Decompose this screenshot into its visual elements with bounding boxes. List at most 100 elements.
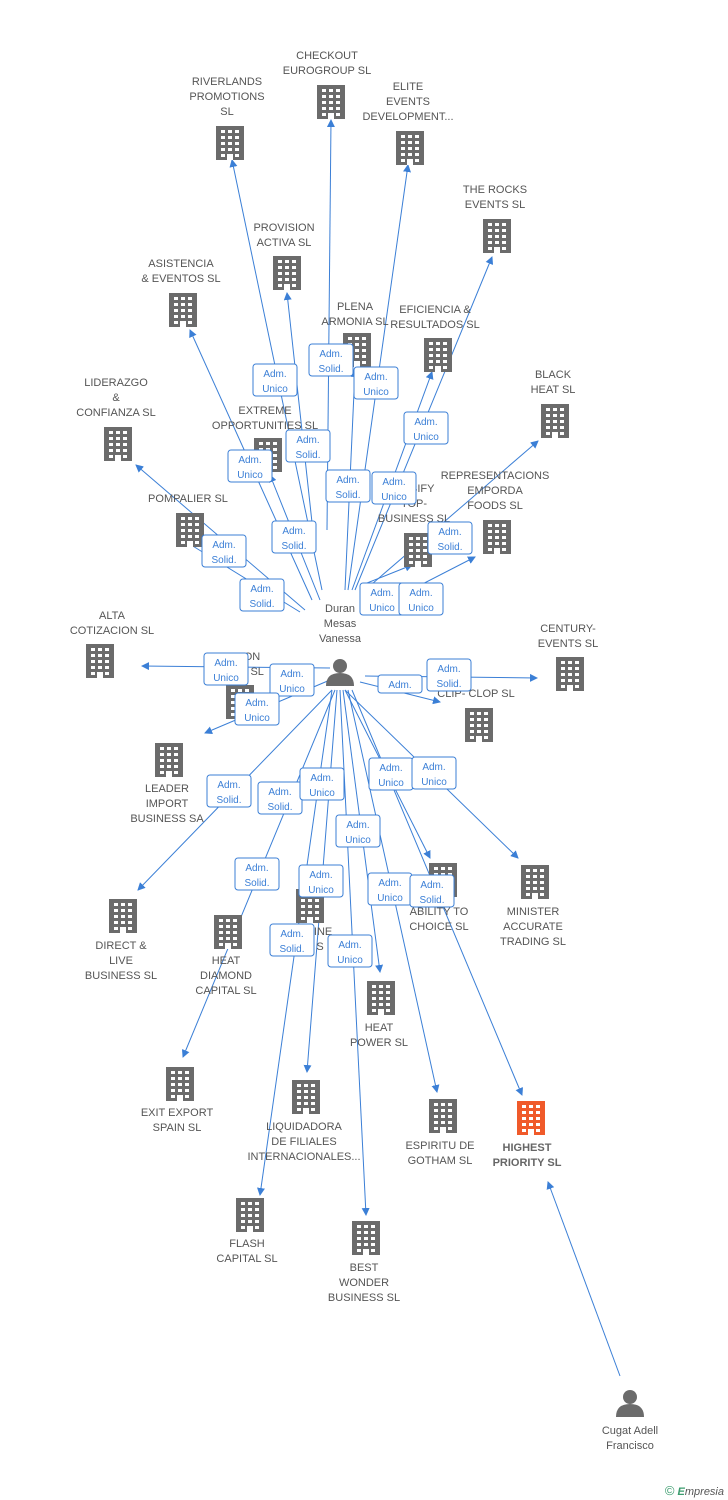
role-badge[interactable]: Adm.Unico bbox=[234, 692, 280, 726]
role-badge-text: Adm. bbox=[388, 680, 411, 691]
role-badge[interactable]: Adm.Unico bbox=[368, 757, 414, 791]
role-badge[interactable]: Adm.Solid. bbox=[409, 874, 455, 908]
role-badge-text: Adm. bbox=[310, 773, 333, 784]
role-badge[interactable]: Adm.Solid. bbox=[239, 578, 285, 612]
role-badge[interactable]: Adm.Unico bbox=[367, 872, 413, 906]
role-badge-text: Unico bbox=[262, 384, 288, 395]
role-badge[interactable]: Adm.Solid. bbox=[271, 520, 317, 554]
company-black-label-line: HEAT SL bbox=[531, 384, 576, 396]
role-badge[interactable]: Adm.Unico bbox=[371, 471, 417, 505]
company-ability-label-line: CHOICE SL bbox=[409, 921, 468, 933]
company-liderazgo[interactable]: LIDERAZGO&CONFIANZA SL bbox=[76, 377, 156, 461]
company-asistencia[interactable]: ASISTENCIA& EVENTOS SL bbox=[141, 258, 221, 327]
role-badge[interactable]: Adm.Unico bbox=[203, 652, 249, 686]
role-badge-text: Adm. bbox=[245, 863, 268, 874]
person-duran-label-line: Mesas bbox=[324, 618, 357, 630]
company-riverlands-label-line: RIVERLANDS bbox=[192, 76, 262, 88]
role-badge[interactable]: Adm.Unico bbox=[327, 934, 373, 968]
company-bestwonder-label-line: WONDER bbox=[339, 1277, 389, 1289]
company-eficiencia[interactable]: EFICIENCIA &RESULTADOS SL bbox=[390, 304, 480, 372]
role-badge-text: Adm. bbox=[280, 929, 303, 940]
role-badge[interactable]: Adm. Unico bbox=[252, 363, 298, 397]
role-badge-text: Unico bbox=[244, 713, 270, 724]
role-badge[interactable]: Adm.Unico bbox=[335, 814, 381, 848]
company-century[interactable]: CENTURY-EVENTS SL bbox=[538, 623, 599, 691]
role-badge[interactable]: Adm.Solid. bbox=[257, 781, 303, 815]
role-badge-text: Adm. bbox=[420, 880, 443, 891]
role-badge-text: Adm. bbox=[263, 369, 286, 380]
role-badge[interactable]: Adm.Unico bbox=[299, 767, 345, 801]
company-minister-label-line: MINISTER bbox=[507, 906, 560, 918]
role-badge[interactable]: Adm.Unico bbox=[359, 582, 405, 616]
building-icon bbox=[541, 404, 569, 438]
company-checkout-label-line: CHECKOUT bbox=[296, 50, 358, 62]
role-badge[interactable]: Adm.Solid. bbox=[285, 429, 331, 463]
company-representacions-label-line: EMPORDA bbox=[467, 485, 523, 497]
role-badge[interactable]: Adm.Solid. bbox=[269, 923, 315, 957]
role-badge[interactable]: Adm.Solid. bbox=[201, 534, 247, 568]
role-badge-text: Adm. bbox=[214, 658, 237, 669]
building-icon bbox=[556, 657, 584, 691]
building-icon bbox=[517, 1101, 545, 1135]
role-badge[interactable]: Adm. bbox=[377, 674, 423, 694]
company-emsify[interactable]: EMSIFYTOP-BUSINESS SL bbox=[378, 483, 450, 567]
edge-4 bbox=[283, 292, 316, 551]
role-badge-text: Adm. bbox=[382, 477, 405, 488]
company-pompalier[interactable]: POMPALIER SL bbox=[148, 493, 228, 547]
company-asistencia-label-line: & EVENTOS SL bbox=[141, 273, 220, 285]
role-badge[interactable]: Adm.Solid. bbox=[308, 343, 354, 377]
role-badge-text: Unico bbox=[279, 684, 305, 695]
role-badge[interactable]: Adm.Unico bbox=[227, 449, 273, 483]
company-representacions-label-line: FOODS SL bbox=[467, 500, 523, 512]
role-badge-text: Unico bbox=[237, 470, 263, 481]
company-plena-label-line: PLENA bbox=[337, 301, 374, 313]
company-heatdiamond-label-line: DIAMOND bbox=[200, 970, 252, 982]
building-icon bbox=[236, 1198, 264, 1232]
role-badge[interactable]: Adm.Unico bbox=[298, 864, 344, 898]
role-badge[interactable]: Adm.Solid. bbox=[325, 469, 371, 503]
role-badge[interactable]: Adm.Solid. bbox=[234, 857, 280, 891]
role-badge[interactable]: Adm.Solid. bbox=[426, 658, 472, 692]
role-badge-text: Unico bbox=[421, 777, 447, 788]
role-badge[interactable]: Adm.Unico bbox=[403, 411, 449, 445]
company-elite[interactable]: ELITEEVENTSDEVELOPMENT... bbox=[362, 81, 454, 165]
company-clipclop[interactable]: CLIP- CLOP SL bbox=[437, 688, 515, 742]
company-elite-label-line: ELITE bbox=[393, 81, 424, 93]
role-badge-text: Adm. bbox=[422, 762, 445, 773]
footer-brand[interactable]: © Empresia bbox=[665, 1483, 724, 1498]
company-online-label-line: S bbox=[316, 941, 323, 953]
role-badge[interactable]: Adm.Unico bbox=[353, 366, 399, 400]
company-heatdiamond-label-line: HEAT bbox=[212, 955, 241, 967]
role-badge[interactable]: Adm. Unico bbox=[411, 756, 457, 790]
role-badge[interactable]: Adm.Solid. bbox=[206, 774, 252, 808]
role-badge-text: Adm. bbox=[319, 349, 342, 360]
role-badge-text: Adm. bbox=[370, 588, 393, 599]
brand-logo: Empresia bbox=[677, 1486, 724, 1498]
role-badge[interactable]: Adm.Unico bbox=[398, 582, 444, 616]
role-badge[interactable]: Adm.Solid. bbox=[427, 521, 473, 555]
company-espiritu-label-line: GOTHAM SL bbox=[408, 1155, 473, 1167]
company-alta-label-line: ALTA bbox=[99, 610, 126, 622]
role-badge[interactable]: Adm.Unico bbox=[269, 663, 315, 697]
role-badge-text: Solid. bbox=[295, 450, 320, 461]
